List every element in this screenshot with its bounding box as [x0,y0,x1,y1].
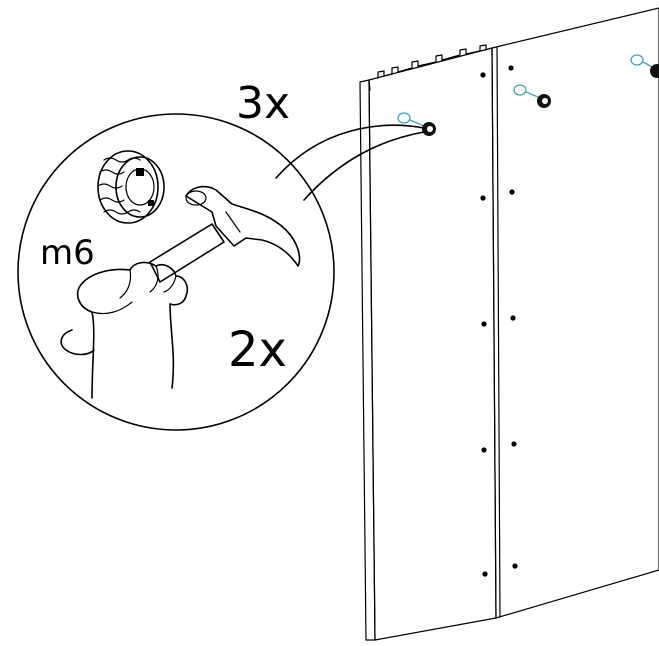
panel-right [491,7,659,619]
hand-icon [60,261,189,399]
count-top-label: 3x [236,78,290,129]
hammer-icon [149,185,301,283]
screw-holes [480,65,518,577]
detail-circle [17,113,335,431]
count-bottom-label: 2x [228,322,287,378]
callout-line-top [275,124,425,179]
panel-left [368,47,497,641]
panel-edge [359,79,376,641]
plug-icon [397,54,659,136]
threaded-insert-icon [97,150,165,224]
fastener-size-label: m6 [40,233,95,273]
wall-panel-icon [359,7,659,641]
panel-tongue [377,44,487,79]
panel-seam [496,46,501,618]
callout-line-bottom [303,131,425,201]
